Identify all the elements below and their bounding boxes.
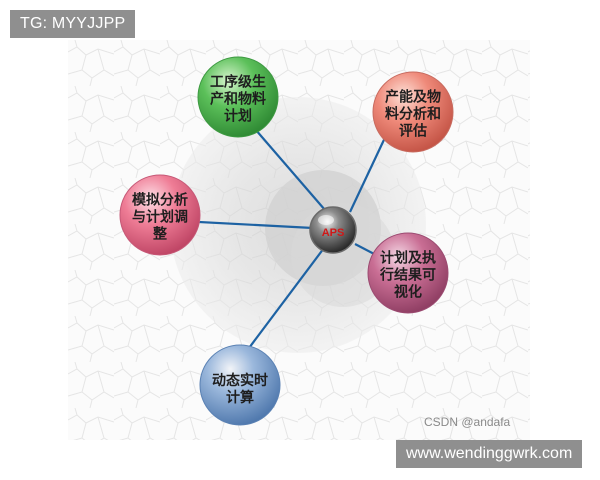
node-realtime-sphere — [199, 344, 281, 426]
node-visualization-sphere — [367, 232, 449, 314]
node-realtime-label: 动态实时 计算 — [212, 373, 268, 406]
node-simulation-label: 模拟分析 与计划调 整 — [132, 192, 188, 243]
diagram-canvas — [68, 40, 530, 440]
node-process-label: 工序级生 产和物料 计划 — [210, 74, 266, 125]
csdn-credit: CSDN @andafa — [424, 415, 511, 429]
hub-label: APS — [321, 227, 345, 239]
node-capacity-sphere — [372, 71, 454, 153]
site-watermark: www.wendinggwrk.com — [396, 440, 583, 468]
tg-watermark: TG: MYYJJPP — [10, 10, 136, 38]
node-simulation-sphere — [119, 174, 201, 256]
node-process-sphere — [197, 56, 279, 138]
node-visualization-label: 计划及执 行结果可 视化 — [380, 250, 436, 301]
connector-realtime — [239, 247, 325, 361]
connector-simulation — [179, 219, 314, 230]
hub-highlight — [318, 215, 334, 225]
aps-diagram: APS 工序级生 产和物料 计划 产能及物 料分析和 评估 模拟分析 与计划调 … — [68, 40, 530, 440]
node-capacity-label: 产能及物 料分析和 评估 — [385, 89, 441, 140]
